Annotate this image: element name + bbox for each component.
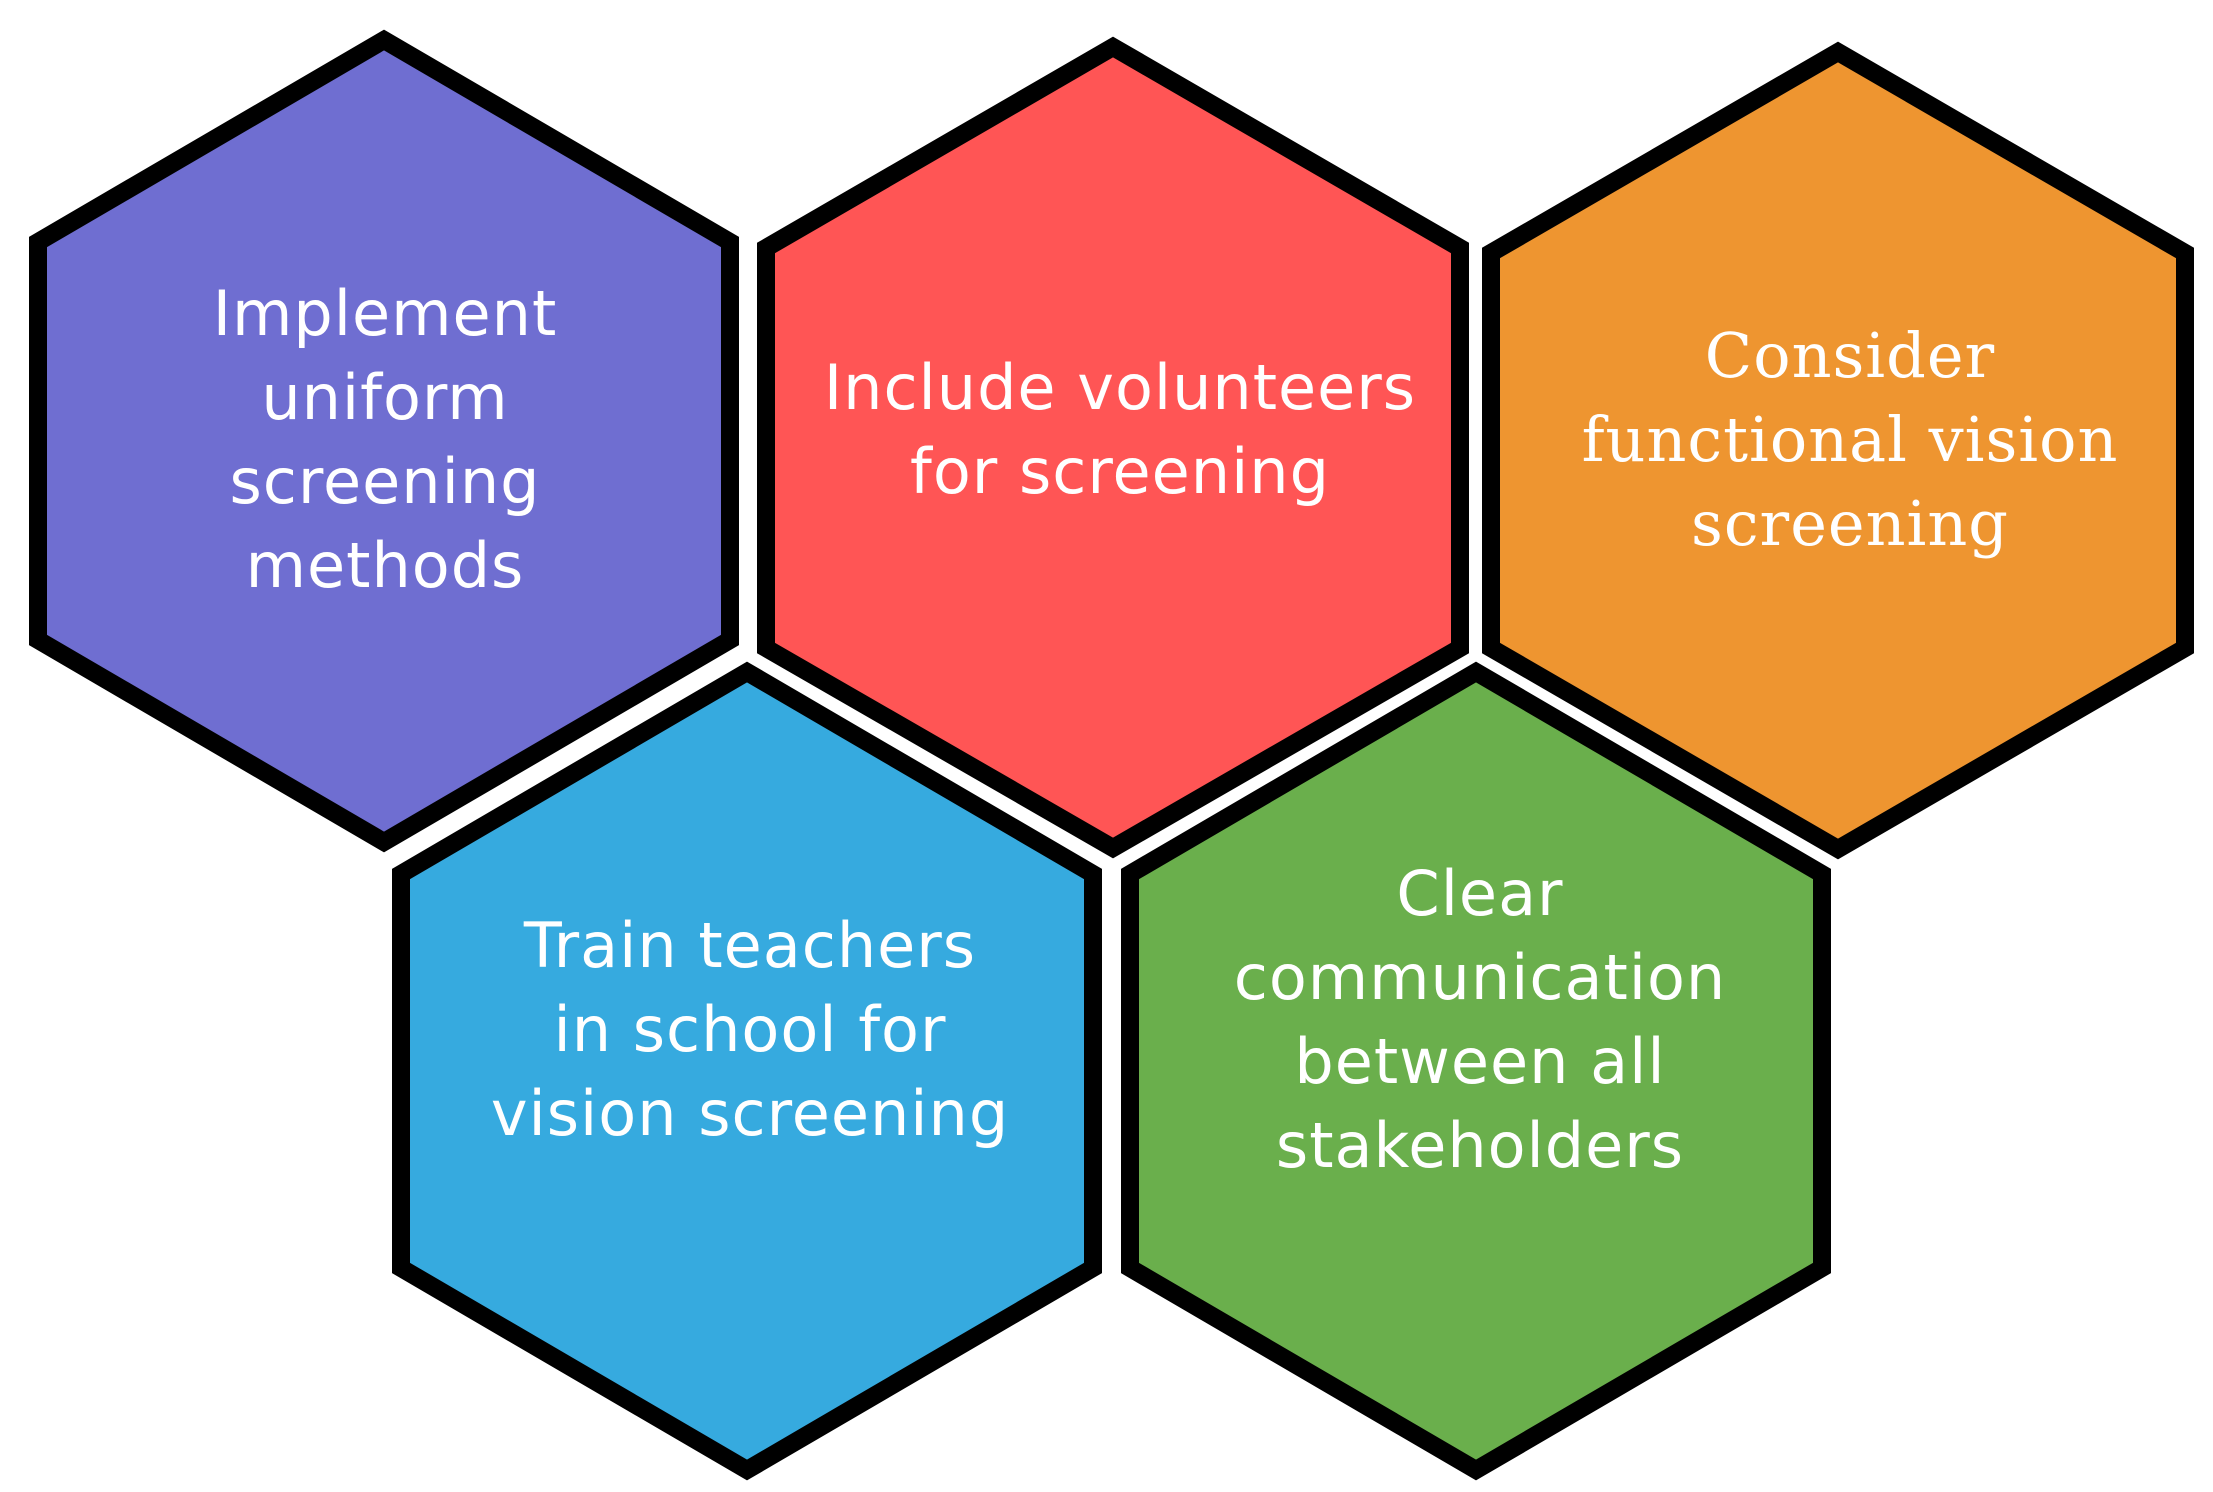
hexagon-label-volunteers: Include volunteers for screening	[823, 351, 1417, 508]
hexagon-functional-vision	[1482, 41, 2194, 860]
hexagon-communication	[1121, 661, 1831, 1481]
hexagon-label-uniform-screening: Implement uniform screening methods	[212, 277, 558, 602]
hexagon-label-communication: Clear communication between all stakehol…	[1233, 857, 1727, 1182]
hexagon-uniform-screening	[29, 29, 739, 853]
hexagon-volunteers	[757, 36, 1469, 859]
hexagon-label-train-teachers: Train teachers in school for vision scre…	[490, 909, 1010, 1150]
hexagon-label-functional-vision: Consider functional vision screening	[1581, 319, 2119, 560]
hexagon-train-teachers	[392, 661, 1102, 1481]
